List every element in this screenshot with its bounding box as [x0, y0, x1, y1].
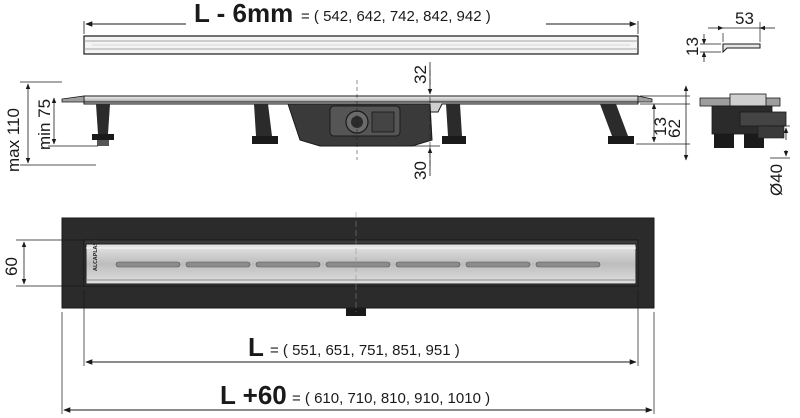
- l-label: L: [248, 332, 264, 362]
- total-height-label: 62: [665, 119, 684, 138]
- dimension-l-minus-6: L - 6mm = ( 542, 642, 742, 842, 942 ): [83, 0, 639, 34]
- side-view-dimensions: max 110 min 75 32 30 13 62: [4, 62, 690, 180]
- l-values: = ( 551, 651, 751, 851, 951 ): [270, 342, 460, 359]
- outlet-drop-label: 30: [411, 161, 430, 180]
- grate-top-view: [83, 35, 639, 55]
- grate-height-label: 13: [683, 37, 702, 56]
- grate-slots: [115, 261, 601, 268]
- channel-end-view: Ø40: [699, 93, 790, 196]
- adjustable-leg-2: [252, 104, 278, 144]
- brand-mark: ALCAPLAST: [93, 238, 99, 271]
- plan-width-label: 60: [2, 257, 21, 276]
- channel-side-view: [61, 70, 653, 170]
- outlet-diameter-label: Ø40: [767, 164, 786, 196]
- l-minus-6-label: L - 6mm: [194, 0, 293, 28]
- dimension-l: L = ( 551, 651, 751, 851, 951 ): [83, 290, 639, 366]
- channel-plan-view: ALCAPLAST: [61, 212, 655, 316]
- top-gap-label: 32: [411, 65, 430, 84]
- grate-profile: 53 13: [683, 9, 775, 62]
- l-plus-60-label: L +60: [220, 380, 287, 410]
- grate-width-label: 53: [735, 9, 754, 28]
- l-plus-60-values: = ( 610, 710, 810, 910, 1010 ): [292, 390, 490, 407]
- adjustable-leg-1: [92, 104, 114, 146]
- min-height-label: min 75: [35, 99, 54, 150]
- l-minus-6-values: = ( 542, 642, 742, 842, 942 ): [301, 8, 491, 25]
- adjustable-leg-4: [600, 104, 634, 144]
- leg-height-label: 13: [651, 117, 670, 136]
- dimension-l-plus-60: L +60 = ( 610, 710, 810, 910, 1010 ): [61, 312, 655, 414]
- adjustable-leg-3: [442, 104, 466, 144]
- max-height-label: max 110: [4, 108, 23, 172]
- plan-width-dimension: 60: [2, 239, 84, 287]
